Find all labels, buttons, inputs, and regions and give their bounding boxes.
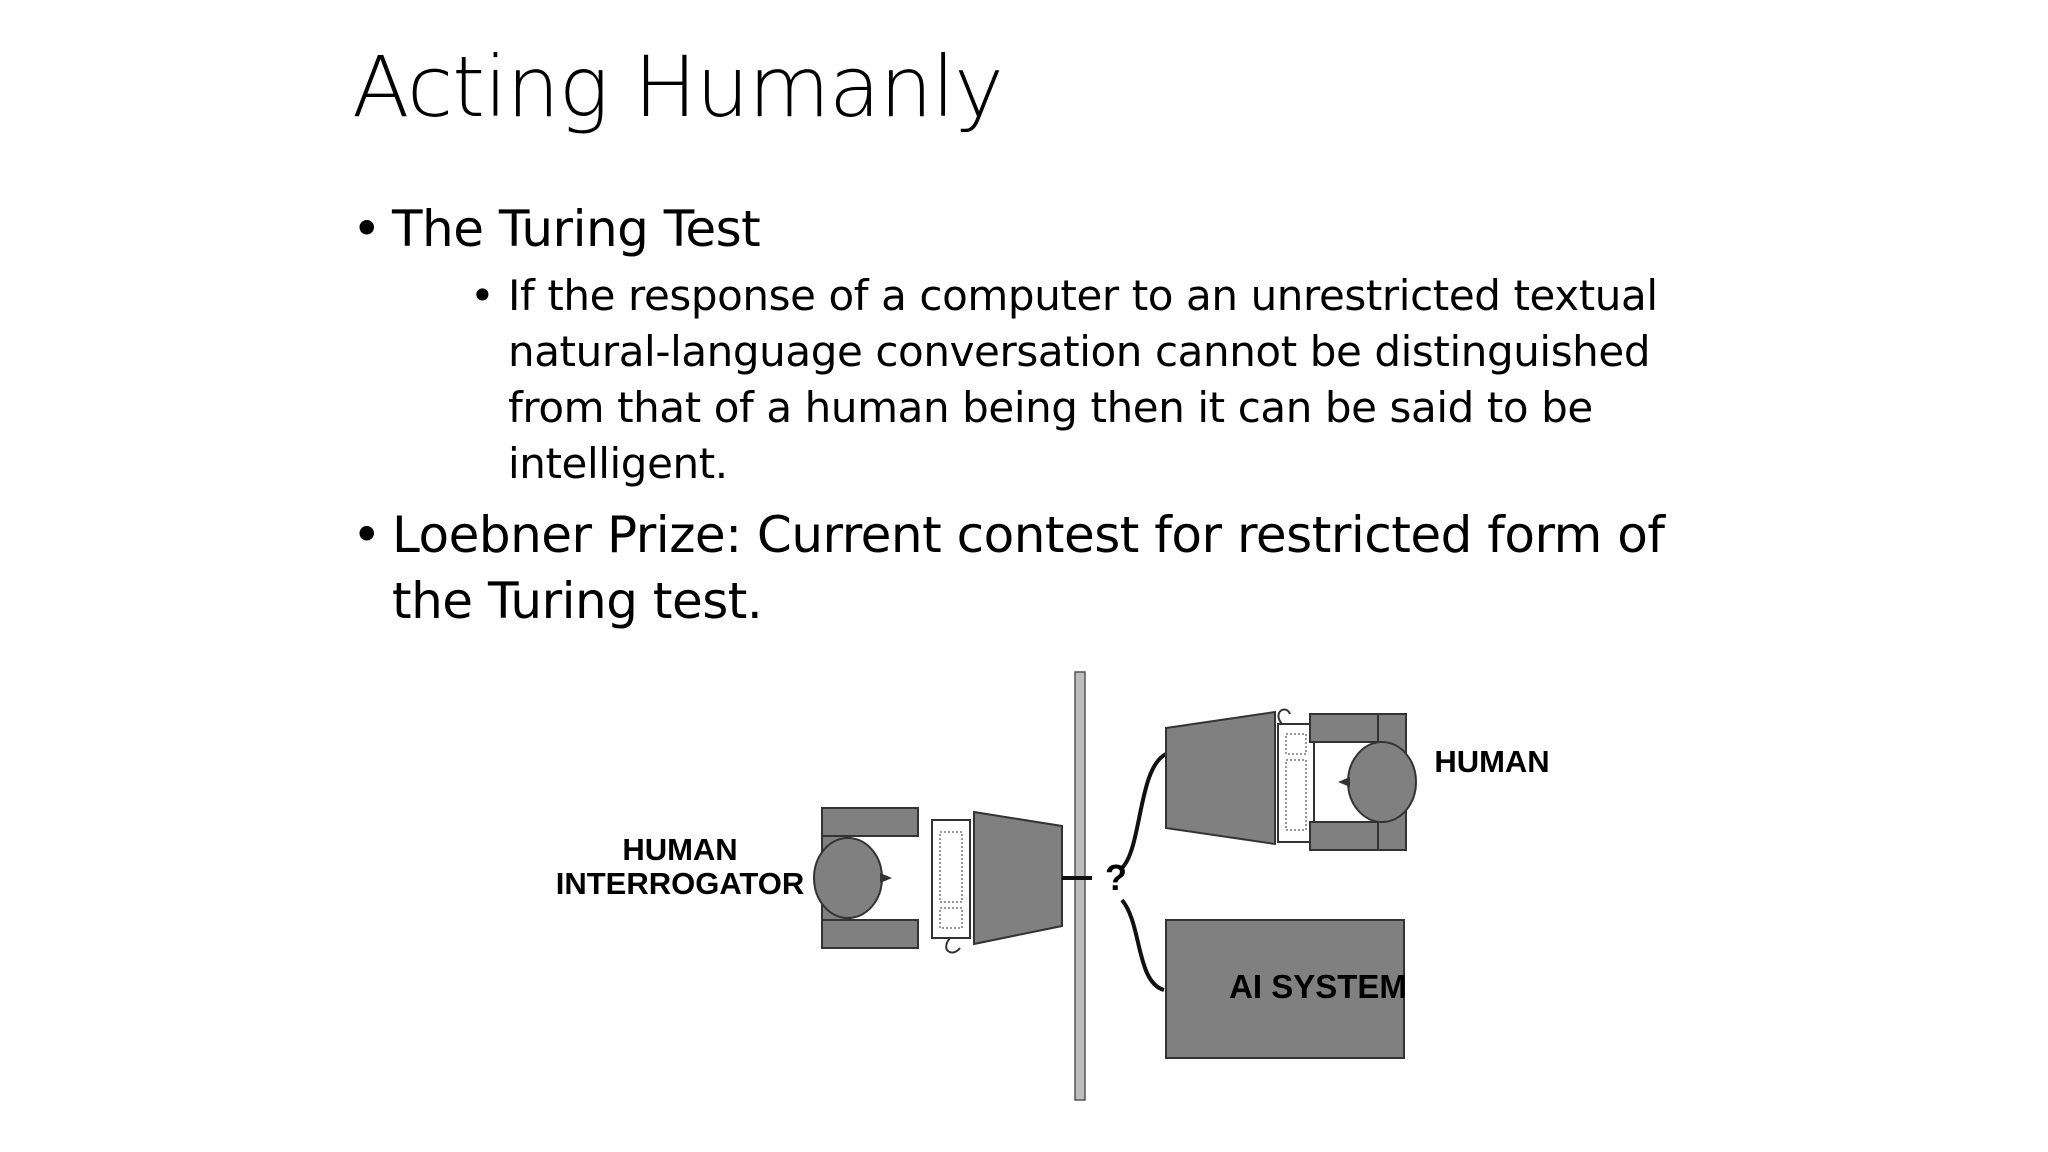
interrogator-label-line2: INTERROGATOR [556, 866, 805, 901]
human-label: HUMAN [1434, 744, 1549, 779]
sub-bullet-definition: If the response of a computer to an unre… [470, 268, 1688, 492]
interrogator-keyboard-icon [931, 819, 971, 954]
question-mark: ? [1105, 857, 1127, 898]
interrogator-chair-icon [821, 807, 919, 949]
interrogator-head-icon [813, 837, 892, 919]
bullet-text: Loebner Prize: Current contest for restr… [392, 506, 1665, 630]
sub-bullet-list: If the response of a computer to an unre… [392, 268, 1732, 492]
bullet-list: The Turing Test If the response of a com… [352, 196, 1732, 634]
bullet-turing-test: The Turing Test If the response of a com… [352, 196, 1732, 492]
dividing-wall [1074, 671, 1086, 1101]
interrogator-monitor-icon [973, 810, 1063, 946]
ai-system-label: AI SYSTEM [1229, 968, 1407, 1005]
human-keyboard-icon [1277, 708, 1315, 843]
turing-test-diagram: HUMAN INTERROGATOR ? [556, 671, 1550, 1101]
bullet-loebner-prize: Loebner Prize: Current contest for restr… [352, 502, 1732, 634]
human-monitor-icon [1165, 710, 1276, 846]
slide-title: Acting Humanly [352, 38, 1004, 136]
sub-bullet-text: If the response of a computer to an unre… [508, 271, 1658, 488]
human-head-icon [1338, 741, 1417, 823]
bullet-text: The Turing Test [392, 200, 761, 258]
connection-lines [1062, 752, 1168, 992]
ai-system-box [1165, 919, 1405, 1059]
interrogator-label-line1: HUMAN [622, 832, 737, 867]
